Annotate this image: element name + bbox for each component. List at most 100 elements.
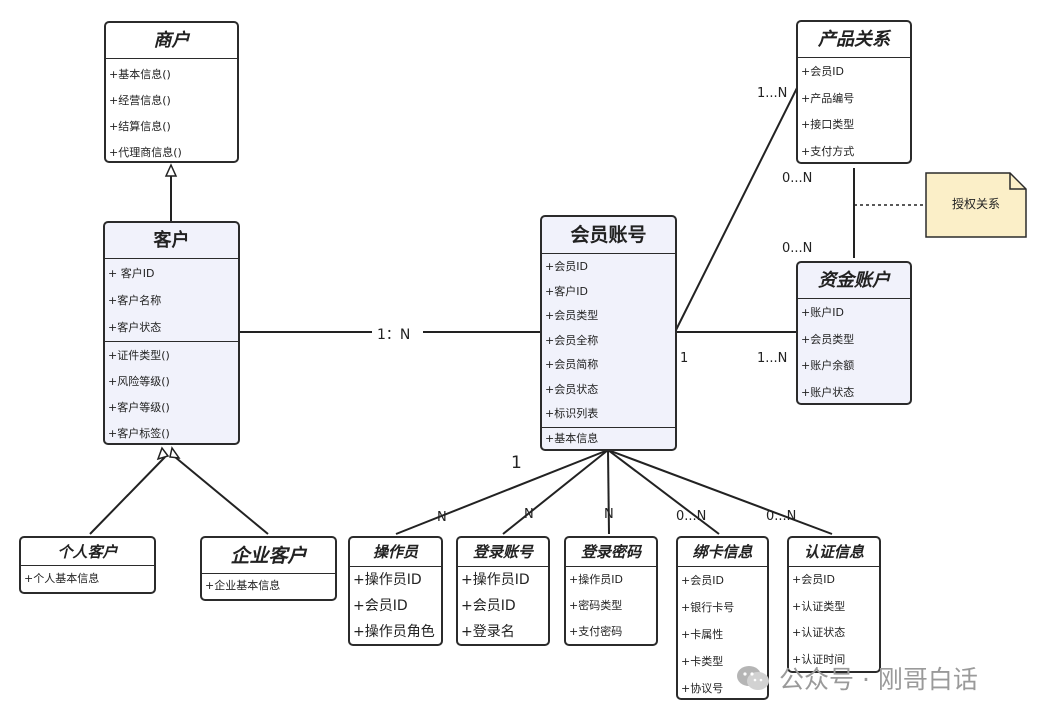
multiplicity-card: 0...N: [676, 509, 707, 524]
member-auth-link: [607, 449, 833, 535]
class-attr: +个人基本信息: [24, 572, 100, 585]
watermark: 公众号 · 刚哥白话: [735, 661, 978, 695]
personal-inherit-arrow: [156, 446, 170, 461]
class-attr: +认证类型: [792, 599, 846, 613]
member-login-link: [502, 449, 609, 535]
personal-customer-link: [89, 456, 166, 535]
class-title: 登录账号: [458, 538, 548, 567]
class-attr: +账户余额: [801, 359, 855, 372]
class-attr: +结算信息(): [109, 120, 171, 133]
class-attr: +操作员ID: [461, 572, 530, 588]
class-attr: +卡属性: [681, 628, 724, 641]
class-attr: +基本信息(): [109, 68, 171, 81]
member-operator-link: [395, 449, 609, 535]
class-attr: +会员状态: [545, 382, 599, 396]
class-product-relation: 产品关系 +会员ID +产品编号 +接口类型 +支付方式: [796, 20, 912, 164]
note-shape: [925, 172, 1027, 238]
enterprise-inherit-arrow: [169, 446, 181, 459]
class-attr: +会员全称: [545, 333, 599, 347]
class-title: 客户: [105, 223, 238, 259]
class-attr: +企业基本信息: [205, 579, 281, 592]
class-attr: +协议号: [681, 682, 724, 695]
class-attr: +会员ID: [681, 574, 724, 587]
class-attr: +标识列表: [545, 407, 599, 420]
multiplicity-fund-side: 0...N: [782, 241, 813, 256]
class-attr: +银行卡号: [681, 601, 735, 614]
multiplicity-member-fund: 1...N: [757, 351, 788, 366]
class-attr: +登录名: [461, 624, 515, 640]
class-merchant: 商户 +基本信息() +经营信息() +结算信息() +代理商信息(): [104, 21, 239, 163]
multiplicity-member-right: 1: [680, 351, 689, 366]
class-enterprise-customer: 企业客户 +企业基本信息: [200, 536, 337, 601]
class-customer: 客户 + 客户ID +客户名称 +客户状态 +证件类型() +风险等级() +客…: [103, 221, 240, 445]
class-login-account: 登录账号 +操作员ID +会员ID +登录名: [456, 536, 550, 646]
member-card-link: [607, 449, 720, 535]
multiplicity-customer-member: 1：N: [377, 327, 411, 343]
class-title: 企业客户: [202, 538, 335, 574]
class-attr: +账户ID: [801, 306, 844, 319]
multiplicity-member-bottom: 1: [511, 453, 522, 473]
member-password-link: [607, 449, 610, 535]
class-attr: +卡类型: [681, 655, 724, 668]
class-attr: +认证状态: [792, 626, 846, 639]
note-authorization: 授权关系: [926, 173, 1026, 237]
class-attr: +会员ID: [461, 598, 516, 614]
class-attr: +操作员ID: [353, 572, 422, 588]
note-text: 授权关系: [951, 197, 1000, 211]
class-attr: +经营信息(): [109, 94, 171, 107]
watermark-text: 公众号 · 刚哥白话: [779, 665, 978, 694]
member-product-link: [675, 87, 798, 331]
class-attr: +客户ID: [545, 284, 588, 298]
class-attr: +账户状态: [801, 385, 855, 399]
class-attr: +会员类型: [801, 332, 855, 346]
class-login-password: 登录密码 +操作员ID +密码类型 +支付密码: [564, 536, 658, 646]
class-title: 登录密码: [566, 538, 656, 567]
class-op: +客户等级(): [108, 401, 170, 414]
class-attr: +认证时间: [792, 652, 846, 666]
class-attr: +支付方式: [801, 144, 855, 158]
class-attr: +支付密码: [569, 625, 623, 638]
class-attr: +客户状态: [108, 321, 162, 334]
class-member-account: 会员账号 +会员ID +客户ID +会员类型 +会员全称 +会员简称 +会员状态…: [540, 215, 677, 451]
class-title: 产品关系: [798, 22, 910, 58]
enterprise-customer-link: [174, 456, 269, 535]
class-op: +风险等级(): [108, 375, 170, 388]
class-op: +证件类型(): [108, 349, 170, 362]
class-op: +基本信息: [545, 431, 599, 445]
class-attr: +会员ID: [792, 573, 835, 586]
class-attr: +会员ID: [353, 598, 408, 614]
class-attr: +代理商信息(): [109, 146, 182, 159]
class-authentication: 认证信息 +会员ID +认证类型 +认证状态 +认证时间: [787, 536, 881, 673]
class-title: 资金账户: [798, 263, 910, 299]
class-attr: +密码类型: [569, 599, 623, 612]
class-title: 绑卡信息: [678, 538, 767, 567]
class-attr: +操作员ID: [569, 573, 623, 586]
class-title: 个人客户: [21, 538, 154, 566]
class-personal-customer: 个人客户 +个人基本信息: [19, 536, 156, 594]
multiplicity-password: N: [604, 507, 614, 522]
class-op: +客户标签(): [108, 427, 170, 440]
multiplicity-operator: N: [437, 510, 447, 525]
class-title: 操作员: [350, 538, 441, 567]
merchant-inherit-arrow: [164, 163, 178, 177]
multiplicity-member-product: 1...N: [757, 86, 788, 101]
class-attr: +接口类型: [801, 118, 855, 131]
class-fund-account: 资金账户 +账户ID +会员类型 +账户余额 +账户状态: [796, 261, 912, 405]
class-title: 认证信息: [789, 538, 879, 567]
class-attr: + 客户ID: [108, 267, 155, 280]
class-attr: +会员ID: [801, 65, 844, 78]
class-attr: +会员ID: [545, 260, 588, 273]
class-attr: +客户名称: [108, 294, 162, 307]
class-operator: 操作员 +操作员ID +会员ID +操作员角色: [348, 536, 443, 646]
multiplicity-product-side: 0...N: [782, 171, 813, 186]
class-attr: +会员简称: [545, 358, 599, 371]
class-attr: +会员类型: [545, 309, 599, 322]
class-title: 商户: [106, 23, 237, 59]
class-title: 会员账号: [542, 217, 675, 254]
class-attr: +操作员角色: [353, 624, 435, 640]
multiplicity-login: N: [524, 507, 534, 522]
class-attr: +产品编号: [801, 91, 855, 105]
multiplicity-auth: 0...N: [766, 509, 797, 524]
wechat-icon: [737, 666, 769, 690]
